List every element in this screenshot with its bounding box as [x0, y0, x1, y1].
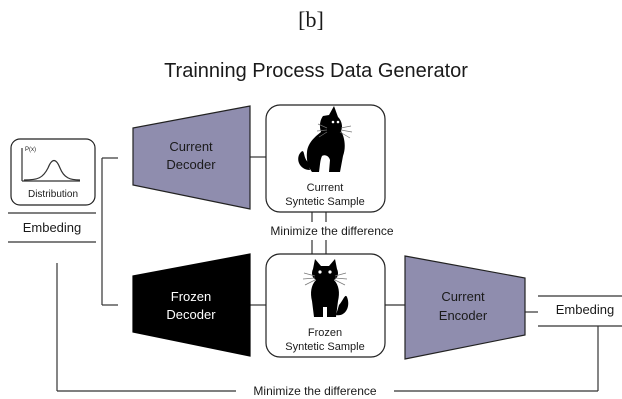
output-embedding-label: Embeding — [556, 302, 615, 317]
current-encoder-line2: Encoder — [439, 308, 488, 323]
frozen-sample-line2: Syntetic Sample — [285, 341, 364, 353]
frozen-decoder: Frozen Decoder — [132, 253, 251, 357]
input-embedding-label: Embeding — [23, 220, 82, 235]
panel-label: [b] — [298, 7, 324, 32]
distribution-axis-label: P(x) — [25, 147, 36, 153]
current-sample-line1: Current — [307, 182, 344, 194]
frozen-sample-box: Frozen Syntetic Sample — [265, 253, 386, 358]
current-decoder: Current Decoder — [132, 105, 251, 210]
frozen-decoder-line1: Frozen — [171, 289, 211, 304]
current-encoder: Current Encoder — [404, 255, 526, 360]
current-decoder-line1: Current — [169, 139, 213, 154]
current-decoder-line2: Decoder — [166, 157, 216, 172]
diagram-title: Trainning Process Data Generator — [164, 60, 468, 82]
minimize-difference-middle: Minimize the difference — [270, 224, 393, 238]
input-embedding: Embeding — [8, 212, 96, 243]
black-cat-icon — [298, 106, 353, 172]
output-embedding: Embeding — [538, 295, 622, 327]
current-sample-box: Current Syntetic Sample — [265, 104, 386, 213]
current-sample-line2: Syntetic Sample — [285, 196, 364, 208]
frozen-sample-line1: Frozen — [308, 327, 342, 339]
current-encoder-line1: Current — [441, 289, 485, 304]
black-cat-icon — [302, 259, 349, 317]
connector-lines — [56, 156, 599, 392]
frozen-decoder-line2: Decoder — [166, 307, 216, 322]
distribution-icon: P(x) Distribution — [10, 138, 96, 206]
minimize-difference-bottom: Minimize the difference — [253, 384, 376, 398]
distribution-caption: Distribution — [28, 189, 78, 200]
